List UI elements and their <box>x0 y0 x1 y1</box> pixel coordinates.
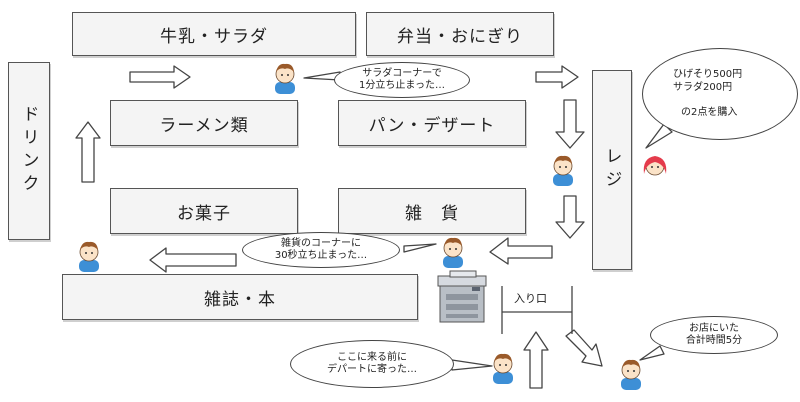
shopper-icon-exit <box>621 359 641 390</box>
shelf-register: レジ <box>592 70 632 270</box>
shopper-icon-left <box>79 241 99 272</box>
arrow-down-1 <box>555 99 585 149</box>
shelf-magazines: 雑誌・本 <box>62 274 418 320</box>
shopper-icon-top <box>275 63 295 94</box>
shelf-drink: ドリンク <box>8 62 50 240</box>
tail-before <box>451 359 493 371</box>
bubble-total-time: お店にいた 合計時間5分 <box>650 316 778 354</box>
entrance-label: 入り口 <box>514 292 547 305</box>
shelf-snacks: お菓子 <box>110 188 298 234</box>
shopper-icon-register <box>553 155 573 186</box>
shelf-bento-onigiri: 弁当・おにぎり <box>366 12 554 56</box>
shelf-ramen: ラーメン類 <box>110 100 298 146</box>
copier-icon <box>437 270 487 323</box>
shopper-icon-entrance <box>493 353 513 384</box>
tail-goods <box>403 243 437 253</box>
arrow-down-2 <box>555 195 585 239</box>
bubble-salad-stop: サラダコーナーで 1分立ち止まった… <box>334 62 470 98</box>
arrow-right-2 <box>535 65 579 89</box>
arrow-left-2 <box>149 247 237 273</box>
arrow-right-1 <box>129 65 191 89</box>
bubble-goods-stop: 雑貨のコーナーに 30秒立ち止まった… <box>242 232 400 268</box>
shelf-bread-dessert: パン・デザート <box>338 100 526 146</box>
shelf-milk-salad: 牛乳・サラダ <box>72 12 356 56</box>
arrow-exit-diagonal <box>565 329 603 367</box>
tail-total <box>639 345 665 361</box>
arrow-up-entrance <box>523 331 549 389</box>
arrow-left-1 <box>489 237 553 265</box>
bubble-before-dept: ここに来る前に デパートに寄った… <box>290 340 454 388</box>
shelf-goods: 雑 貨 <box>338 188 526 234</box>
cashier-icon <box>643 156 667 176</box>
arrow-up-left <box>75 121 101 183</box>
shopper-icon-goods <box>443 237 463 268</box>
bubble-purchase: ひげそり500円 サラダ200円 の2点を購入 <box>642 48 798 140</box>
